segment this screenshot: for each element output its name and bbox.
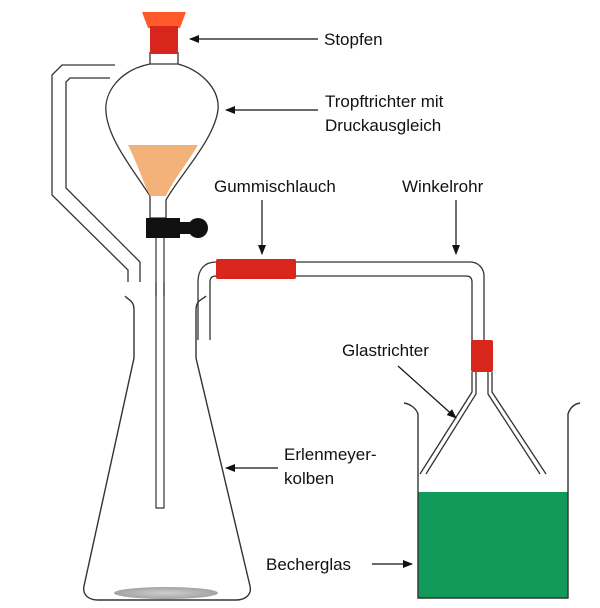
beaker <box>403 402 581 599</box>
label-tropftrichter-line2: Druckausgleich <box>325 116 441 135</box>
label-glastrichter: Glastrichter <box>342 341 429 360</box>
label-erlenmeyer-line2: kolben <box>284 469 334 488</box>
label-gummischlauch: Gummischlauch <box>214 177 336 196</box>
label-winkelrohr: Winkelrohr <box>402 177 484 196</box>
flask-outline <box>83 295 252 601</box>
stopcock <box>146 218 208 238</box>
funnel-stem-lower <box>155 282 165 509</box>
glass-funnel <box>419 372 547 475</box>
beaker-liquid <box>418 492 568 598</box>
label-stopfen: Stopfen <box>324 30 383 49</box>
flask-powder <box>114 587 218 599</box>
label-tropftrichter-line1: Tropftrichter mit <box>325 92 444 111</box>
funnel-liquid <box>128 145 198 196</box>
label-becherglas: Becherglas <box>266 555 351 574</box>
angle-tube <box>197 261 485 342</box>
arrow-glastrichter <box>397 365 457 419</box>
rubber-hose <box>216 259 296 279</box>
funnel-hose <box>471 340 493 372</box>
label-erlenmeyer-line1: Erlenmeyer- <box>284 445 377 464</box>
label-arrows <box>189 35 460 568</box>
funnel-body <box>105 63 219 219</box>
beaker-outline <box>403 402 581 599</box>
erlenmeyer-flask <box>83 295 252 601</box>
stopper <box>142 12 186 54</box>
dropping-funnel <box>105 52 219 509</box>
pressure-equalizer-tube <box>51 64 141 282</box>
